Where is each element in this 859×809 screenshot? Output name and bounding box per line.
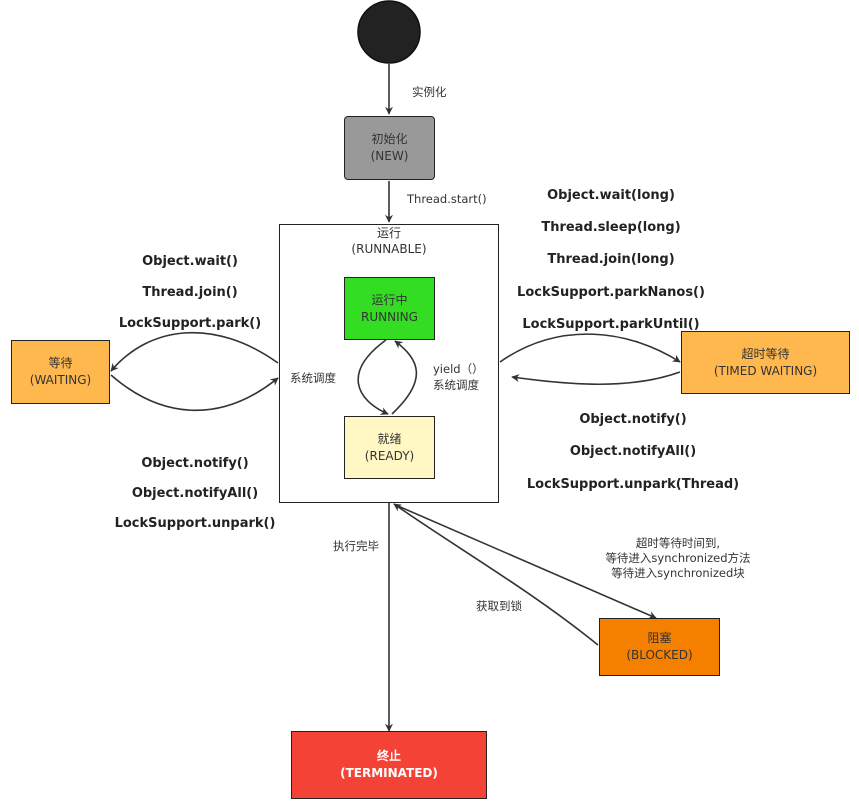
arrow-to-blocked <box>397 505 657 619</box>
state-waiting-subtitle: (WAITING) <box>29 373 92 387</box>
label-acquire-lock: 获取到锁 <box>476 599 522 613</box>
state-timed-waiting-title: 超时等待 <box>741 346 790 361</box>
arrow-acquire-lock <box>393 503 599 646</box>
label-start: Thread.start() <box>407 192 487 206</box>
label-to-timed-waiting-3: LockSupport.parkNanos() <box>517 285 705 300</box>
label-to-timed-waiting-4: LockSupport.parkUntil() <box>522 317 700 332</box>
label-from-timed-waiting-0: Object.notify() <box>579 412 687 427</box>
label-schedule: 系统调度 <box>290 371 336 385</box>
label-to-waiting-0: Object.wait() <box>142 254 238 269</box>
label-yield-line1: yield（） <box>433 362 484 376</box>
label-from-timed-waiting-2: LockSupport.unpark(Thread) <box>526 477 740 492</box>
state-terminated: 终止 (TERMINATED) <box>291 731 487 799</box>
label-to-timed-waiting-1: Thread.sleep(long) <box>541 220 681 235</box>
label-blocked-reason-1: 等待进入synchronized方法 <box>605 551 751 565</box>
label-yield: yield（） 系统调度 <box>433 361 484 393</box>
arrow-from-waiting <box>110 374 279 412</box>
label-from-waiting-2: LockSupport.unpark() <box>114 516 276 531</box>
label-from-waiting-0: Object.notify() <box>141 456 249 471</box>
state-running-title: 运行中 <box>371 292 408 307</box>
state-ready: 就绪 (READY) <box>344 416 435 479</box>
label-to-timed-waiting-2: Thread.join(long) <box>547 252 675 267</box>
state-ready-subtitle: (READY) <box>364 448 415 463</box>
label-to-waiting-1: Thread.join() <box>142 285 238 300</box>
label-from-timed-waiting-1: Object.notifyAll() <box>569 444 697 459</box>
label-finish: 执行完毕 <box>333 539 379 553</box>
state-terminated-title: 终止 <box>376 749 401 763</box>
state-timed-waiting: 超时等待 (TIMED WAITING) <box>681 331 850 394</box>
state-ready-title: 就绪 <box>377 431 402 446</box>
state-terminated-subtitle: (TERMINATED) <box>340 766 438 780</box>
start-node <box>357 0 421 64</box>
state-new: 初始化 (NEW) <box>344 116 435 180</box>
state-blocked: 阻塞 (BLOCKED) <box>599 618 720 676</box>
state-running: 运行中 RUNNING <box>344 277 435 340</box>
state-runnable-title: 运行 <box>376 226 401 240</box>
label-blocked-reason-2: 等待进入synchronized块 <box>611 566 745 580</box>
state-runnable <box>279 224 499 503</box>
arrow-to-timed-waiting <box>499 333 681 363</box>
state-blocked-subtitle: (BLOCKED) <box>626 648 693 662</box>
state-runnable-subtitle: (RUNNABLE) <box>351 242 427 256</box>
arrow-schedule <box>357 339 389 415</box>
arrow-yield <box>391 340 418 415</box>
state-waiting-title: 等待 <box>48 356 73 370</box>
state-runnable-label: 运行 (RUNNABLE) <box>279 225 499 257</box>
label-blocked-reason-0: 超时等待时间到, <box>635 536 721 550</box>
state-new-title: 初始化 <box>371 132 408 146</box>
label-to-waiting-2: LockSupport.park() <box>118 316 262 331</box>
state-new-subtitle: (NEW) <box>370 149 409 163</box>
label-instantiate: 实例化 <box>412 85 447 99</box>
label-to-timed-waiting-0: Object.wait(long) <box>547 188 675 203</box>
label-blocked-reason: 超时等待时间到, 等待进入synchronized方法 等待进入synchron… <box>563 536 793 581</box>
label-yield-line2: 系统调度 <box>433 378 479 392</box>
label-from-waiting-1: Object.notifyAll() <box>131 486 259 501</box>
state-timed-waiting-subtitle: (TIMED WAITING) <box>713 363 818 378</box>
state-waiting: 等待 (WAITING) <box>11 340 110 404</box>
state-running-subtitle: RUNNING <box>361 309 418 324</box>
state-blocked-title: 阻塞 <box>647 631 672 645</box>
arrow-to-waiting <box>110 331 279 372</box>
arrow-from-timed-waiting <box>511 371 681 386</box>
